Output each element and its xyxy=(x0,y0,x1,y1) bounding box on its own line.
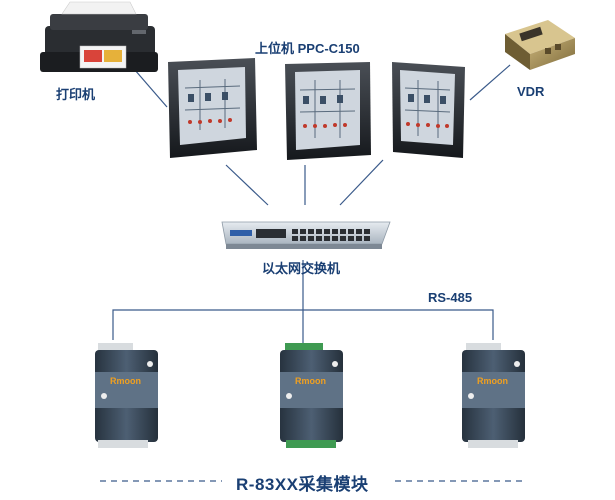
panel-pc-right xyxy=(392,62,465,158)
module-left-brand: Rmoon xyxy=(110,376,141,386)
vdr-label: VDR xyxy=(517,84,545,99)
host-right-link xyxy=(339,159,384,206)
vdr-device-icon xyxy=(505,20,575,70)
host-label: 上位机 PPC-C150 xyxy=(255,41,360,56)
printer-label: 打印机 xyxy=(56,87,96,102)
printer-icon xyxy=(40,1,158,72)
panel-pc-left xyxy=(168,58,257,158)
vdr-link xyxy=(469,64,511,101)
module-center: Rmoon xyxy=(280,343,343,448)
modules-label: R-83XX采集模块 xyxy=(236,475,369,494)
rs485-bus-line xyxy=(112,309,494,340)
switch-label: 以太网交换机 xyxy=(262,261,341,276)
ethernet-switch-icon xyxy=(221,221,391,249)
module-center-brand: Rmoon xyxy=(295,376,326,386)
connection-lines xyxy=(112,61,511,343)
module-left: Rmoon xyxy=(95,343,158,448)
module-right-brand: Rmoon xyxy=(477,376,508,386)
host-left-link xyxy=(225,164,269,206)
module-right: Rmoon xyxy=(462,343,525,448)
rs485-label: RS-485 xyxy=(428,290,473,305)
panel-pc-center xyxy=(285,62,371,160)
